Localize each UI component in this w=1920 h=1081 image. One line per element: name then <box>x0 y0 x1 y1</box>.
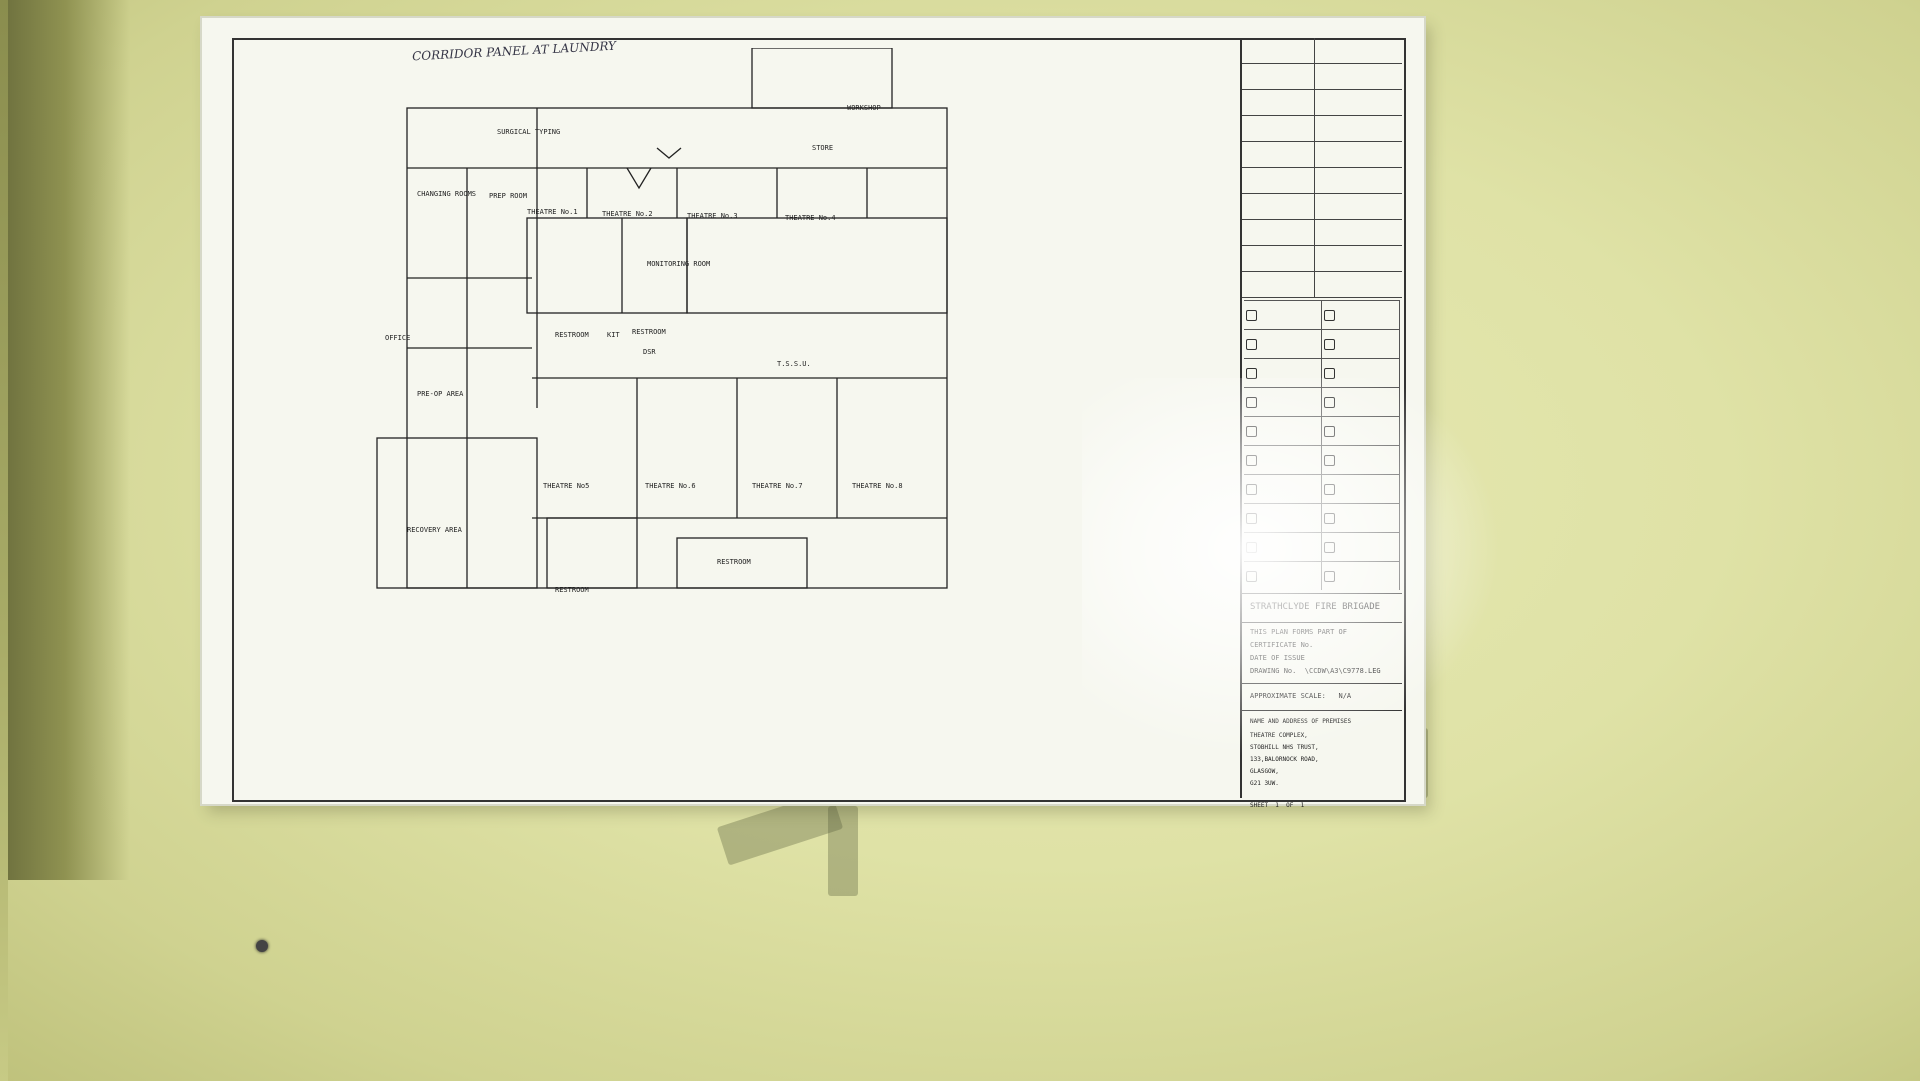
room-label-kit: KIT <box>607 331 620 339</box>
wall-smudge <box>828 806 858 896</box>
room-label-theatre-7: THEATRE No.7 <box>752 482 803 490</box>
fire-door-icon <box>1324 309 1335 321</box>
room-label-recovery: RECOVERY AREA <box>407 526 462 534</box>
fire-blanket-icon <box>1324 483 1335 495</box>
wall-shadow <box>0 0 130 880</box>
self-closing-icon <box>1246 396 1257 408</box>
address-line: STOBHILL NHS TRUST, <box>1250 744 1319 751</box>
room-label-office: OFFICE <box>385 334 411 342</box>
floor-plan-drawing <box>376 48 948 589</box>
legend <box>1244 300 1400 590</box>
room-label-theatre-6: THEATRE No.6 <box>645 482 696 490</box>
smoke-detector-icon <box>1324 454 1335 466</box>
fire-resisting-construction-icon <box>1246 570 1257 582</box>
room-label-theatre-5: THEATRE No5 <box>543 482 590 490</box>
exit-fire-exit-icon <box>1324 541 1335 553</box>
extinguisher-co2-icon <box>1324 425 1335 437</box>
keep-clear-icon <box>1324 367 1335 379</box>
hose-reel-icon <box>1246 483 1257 495</box>
address-line: 133,BALORNOCK ROAD, <box>1250 756 1319 763</box>
certificate-no: CERTIFICATE No. <box>1250 641 1314 649</box>
extinguisher-icon <box>1246 425 1257 437</box>
call-point-icon <box>1246 512 1257 524</box>
title-block-divider <box>1242 710 1402 711</box>
room-label-theatre-3: THEATRE No.3 <box>687 212 738 220</box>
room-label-monitoring-room: MONITORING ROOM <box>647 260 711 268</box>
title-block-divider <box>1242 683 1402 684</box>
room-label-restroom-3: RESTROOM <box>555 586 589 594</box>
premises-heading: NAME AND ADDRESS OF PREMISES <box>1250 718 1352 725</box>
room-label-dsr: DSR <box>643 348 656 356</box>
exit-sign-icon <box>1324 338 1335 350</box>
room-label-restroom-2: RESTROOM <box>632 328 666 336</box>
room-label-workshop: WORKSHOP <box>847 104 881 112</box>
fire-resisting-door-icon <box>1324 570 1335 582</box>
wall-screw <box>256 940 268 952</box>
push-bar-icon <box>1246 338 1257 350</box>
title-block: STRATHCLYDE FIRE BRIGADE THIS PLAN FORMS… <box>1240 38 1402 809</box>
self-closing-auto-icon <box>1324 396 1335 408</box>
plan-note: THIS PLAN FORMS PART OF <box>1250 628 1347 636</box>
address-line: G21 3UW. <box>1250 780 1279 787</box>
visual-warning-icon <box>1246 454 1257 466</box>
approximate-scale: APPROXIMATE SCALE: N/A <box>1250 692 1352 700</box>
sheet-number: SHEET 1 OF 1 <box>1250 802 1305 809</box>
address-line: THEATRE COMPLEX, <box>1250 732 1308 739</box>
date-of-issue: DATE OF ISSUE <box>1250 654 1305 662</box>
exit-sign-icon <box>1246 309 1257 321</box>
title-block-divider <box>1242 593 1402 594</box>
wall-corner <box>0 0 8 1081</box>
room-label-theatre-1: THEATRE No.1 <box>527 208 578 216</box>
room-label-theatre-2: THEATRE No.2 <box>602 210 653 218</box>
title-block-divider <box>1242 622 1402 623</box>
address-line: GLASGOW, <box>1250 768 1279 775</box>
revision-grid-divider <box>1314 38 1315 298</box>
brigade-name: STRATHCLYDE FIRE BRIGADE <box>1250 602 1381 612</box>
revision-grid <box>1242 38 1402 298</box>
room-label-store: STORE <box>812 144 834 152</box>
alarm-sounder-icon <box>1324 512 1335 524</box>
room-label-prep-room: PREP ROOM <box>489 192 527 200</box>
emergency-light-icon <box>1246 541 1257 553</box>
room-label-surgical-typing: SURGICAL TYPING <box>497 128 561 136</box>
room-label-restroom-4: RESTROOM <box>717 558 751 566</box>
floor-plan: SURGICAL TYPING WORKSHOP STORE CHANGING … <box>357 48 1057 748</box>
room-label-theatre-4: THEATRE No.4 <box>785 214 836 222</box>
room-label-preop: PRE-OP AREA <box>417 390 464 398</box>
room-label-tssu: T.S.S.U. <box>777 360 811 368</box>
floor-plan-poster: SURGICAL TYPING WORKSHOP STORE CHANGING … <box>202 18 1502 809</box>
room-label-changing-rooms: CHANGING ROOMS <box>417 190 477 198</box>
room-label-restroom: RESTROOM <box>555 331 589 339</box>
room-label-theatre-8: THEATRE No.8 <box>852 482 903 490</box>
drawing-no: DRAWING No. \CCDW\A3\C9778.LEG <box>1250 667 1381 675</box>
fire-action-icon <box>1246 367 1257 379</box>
